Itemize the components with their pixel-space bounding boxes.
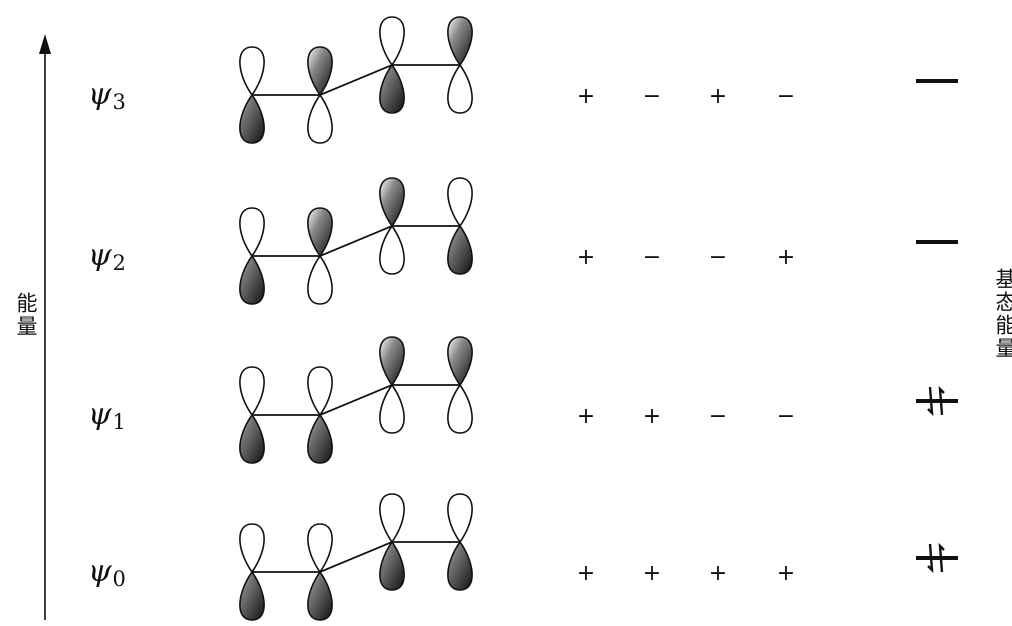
electron-spin-up-arrow: [927, 543, 934, 574]
psi-label: ψ1: [88, 397, 126, 434]
p-orbital-lower-lobe: [447, 63, 473, 114]
p-orbital-lower-lobe: [239, 254, 265, 305]
p-orbital-upper-lobe: [239, 207, 265, 258]
p-orbital-lower-lobe: [379, 63, 405, 114]
energy-axis-arrowhead: [39, 34, 51, 54]
phase-sign: +: [577, 561, 595, 586]
p-orbital-lower-lobe: [379, 540, 405, 591]
p-orbital: [447, 16, 473, 114]
phase-sign: +: [709, 84, 727, 109]
phase-sign: −: [709, 404, 727, 429]
mo-row-psi1: ψ1 + + − −: [88, 336, 958, 464]
p-orbital-lower-lobe: [307, 570, 333, 621]
phase-sign: −: [643, 245, 661, 270]
p-orbital: [307, 366, 333, 464]
p-orbital: [379, 16, 405, 114]
mo-row-psi3: ψ3 + − + −: [88, 16, 958, 144]
mo-row-psi0: ψ0 + + + +: [88, 493, 958, 621]
phase-sign: +: [709, 561, 727, 586]
mo-row-psi2: ψ2 + − − +: [88, 177, 958, 305]
p-orbital-lower-lobe: [239, 413, 265, 464]
phase-sign: +: [577, 245, 595, 270]
p-orbital: [447, 336, 473, 434]
phase-sign: +: [577, 404, 595, 429]
phase-sign: +: [777, 245, 795, 270]
p-orbital: [307, 207, 333, 305]
psi-label: ψ0: [88, 554, 126, 591]
p-orbital-upper-lobe: [307, 366, 333, 417]
p-orbital: [239, 523, 265, 621]
p-orbital-lower-lobe: [307, 254, 333, 305]
p-orbital: [307, 523, 333, 621]
p-orbital: [447, 177, 473, 275]
p-orbital-lower-lobe: [239, 570, 265, 621]
p-orbital: [239, 207, 265, 305]
ground-state-energy-label: 基态能量: [993, 268, 1012, 360]
sigma-bond-line: [252, 541, 460, 573]
p-orbital: [379, 177, 405, 275]
p-orbital-lower-lobe: [447, 224, 473, 275]
p-orbital-lower-lobe: [307, 413, 333, 464]
p-orbital-upper-lobe: [239, 46, 265, 97]
p-orbital-lower-lobe: [447, 540, 473, 591]
electron-spin-down-arrow: [938, 385, 945, 416]
p-orbital-lower-lobe: [239, 93, 265, 144]
phase-sign: −: [777, 404, 795, 429]
p-orbital-upper-lobe: [239, 366, 265, 417]
p-orbital-upper-lobe: [379, 16, 405, 67]
p-orbital-upper-lobe: [307, 207, 333, 258]
sigma-bond-line: [252, 225, 460, 257]
sigma-bond-line: [252, 384, 460, 416]
p-orbital-upper-lobe: [379, 336, 405, 387]
p-orbital-upper-lobe: [447, 336, 473, 387]
p-orbital-upper-lobe: [307, 523, 333, 574]
p-orbital-lower-lobe: [379, 383, 405, 434]
psi-label: ψ3: [88, 77, 126, 114]
p-orbital: [239, 366, 265, 464]
p-orbital: [379, 336, 405, 434]
p-orbital-upper-lobe: [239, 523, 265, 574]
p-orbital-lower-lobe: [379, 224, 405, 275]
phase-sign: +: [577, 84, 595, 109]
electron-spin-down-arrow: [938, 542, 945, 573]
p-orbital: [447, 493, 473, 591]
energy-axis-label: 能量: [14, 292, 38, 338]
phase-sign: −: [643, 84, 661, 109]
p-orbital-upper-lobe: [379, 493, 405, 544]
phase-sign: −: [777, 84, 795, 109]
p-orbital: [307, 46, 333, 144]
p-orbital-lower-lobe: [447, 383, 473, 434]
p-orbital-lower-lobe: [307, 93, 333, 144]
p-orbital: [379, 493, 405, 591]
psi-label: ψ2: [88, 238, 126, 275]
sigma-bond-line: [252, 64, 460, 96]
p-orbital-upper-lobe: [447, 16, 473, 67]
p-orbital-upper-lobe: [307, 46, 333, 97]
electron-spin-up-arrow: [927, 386, 934, 417]
phase-sign: +: [643, 561, 661, 586]
p-orbital-upper-lobe: [379, 177, 405, 228]
phase-sign: −: [709, 245, 727, 270]
phase-sign: +: [643, 404, 661, 429]
phase-sign: +: [777, 561, 795, 586]
p-orbital-upper-lobe: [447, 177, 473, 228]
p-orbital-upper-lobe: [447, 493, 473, 544]
p-orbital: [239, 46, 265, 144]
